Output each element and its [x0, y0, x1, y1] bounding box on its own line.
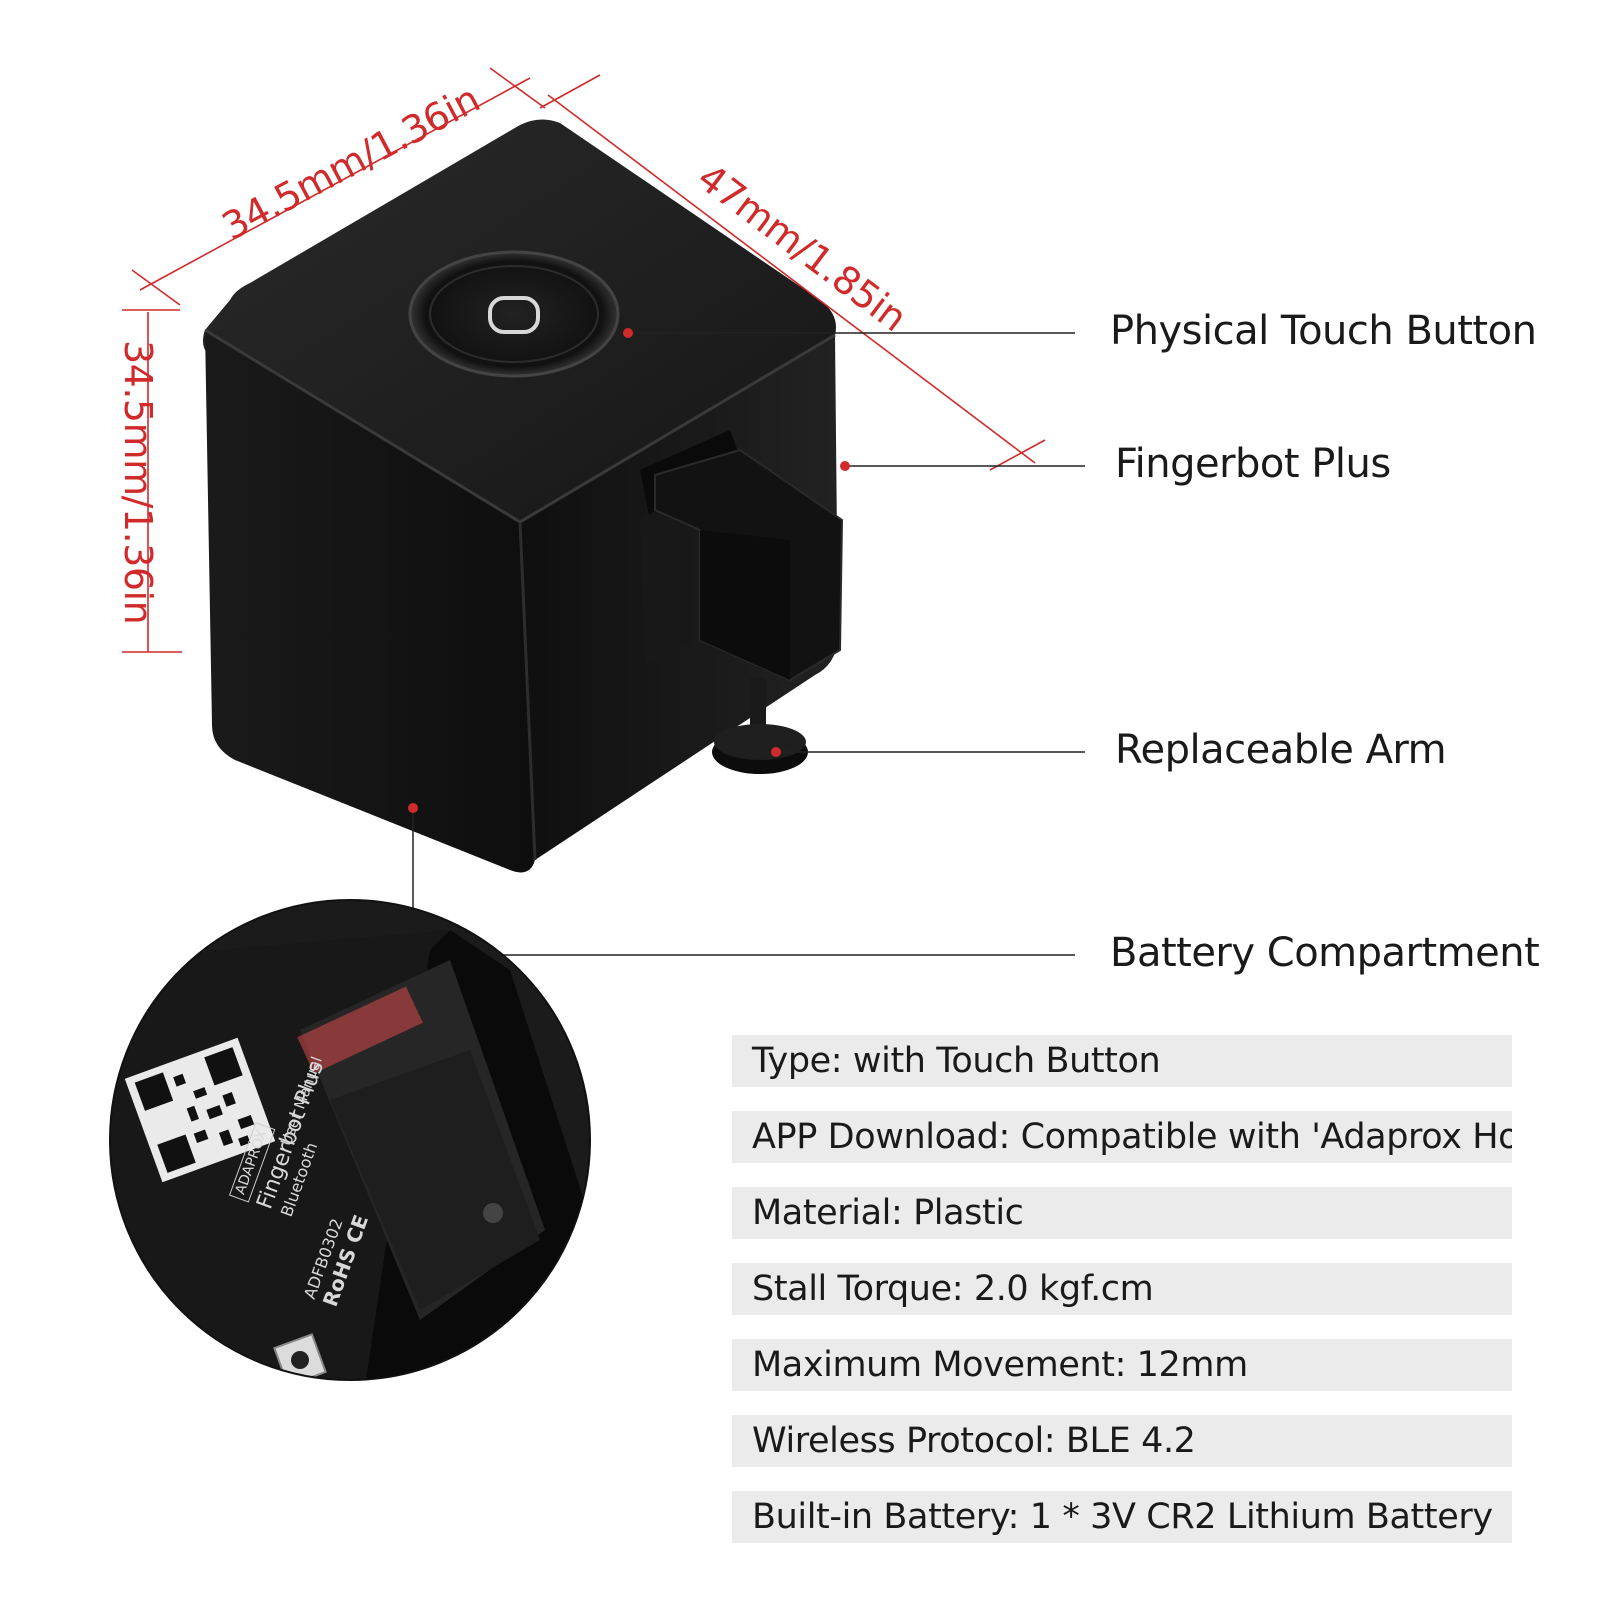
callout-replaceable-arm: Replaceable Arm: [1115, 727, 1447, 773]
spec-app-download: APP Download: Compatible with 'Adaprox H…: [732, 1111, 1512, 1163]
dimension-lines: [122, 67, 1046, 653]
touch-button: [408, 250, 620, 378]
spec-material: Material: Plastic: [732, 1187, 1512, 1239]
battery-compartment-inset: [109, 899, 591, 1381]
spec-wireless-protocol: Wireless Protocol: BLE 4.2: [732, 1415, 1512, 1467]
qr-code: [124, 1037, 276, 1183]
callout-dot: [840, 461, 850, 471]
callout-dot: [623, 328, 633, 338]
touch-button-icon: [488, 296, 540, 334]
callout-physical-touch-button: Physical Touch Button: [1110, 308, 1537, 354]
callout-battery-compartment: Battery Compartment: [1110, 930, 1540, 976]
device-front-face: [205, 330, 535, 873]
callout-dot: [408, 803, 418, 813]
fingerbot-device: [202, 119, 844, 873]
spec-stall-torque: Stall Torque: 2.0 kgf.cm: [732, 1263, 1512, 1315]
spec-maximum-movement: Maximum Movement: 12mm: [732, 1339, 1512, 1391]
spec-built-in-battery: Built-in Battery: 1 * 3V CR2 Lithium Bat…: [732, 1491, 1512, 1543]
spec-type: Type: with Touch Button: [732, 1035, 1512, 1087]
callout-dot: [771, 747, 781, 757]
arm-housing: [640, 430, 844, 682]
callout-fingerbot-plus: Fingerbot Plus: [1115, 441, 1391, 487]
height-dimension-label: 34.5mm/1.36in: [116, 340, 160, 625]
callout-leaders: [408, 328, 1085, 956]
replaceable-arm: [712, 678, 808, 774]
